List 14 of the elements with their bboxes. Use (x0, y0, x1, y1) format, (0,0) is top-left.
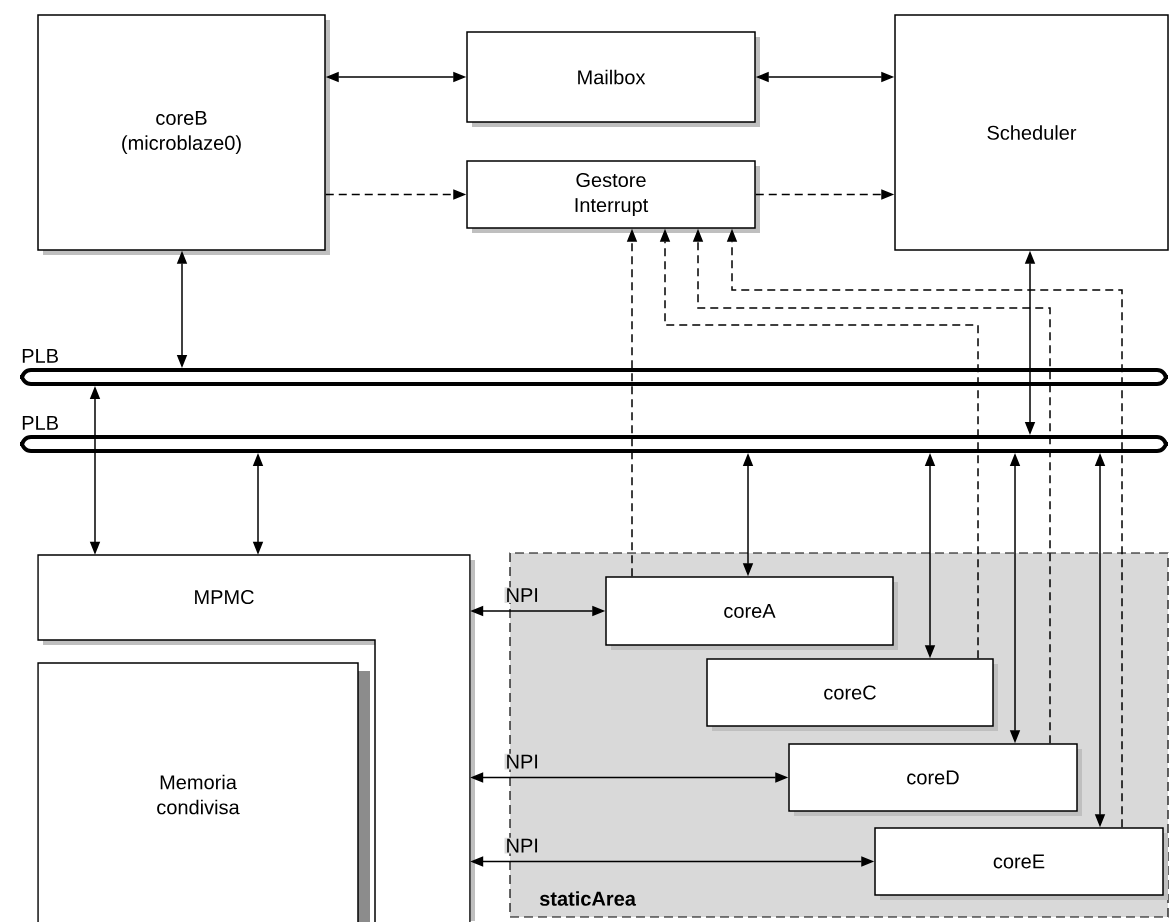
block-box: coreB (microblaze0) (37, 14, 330, 255)
memory-block: Memoria condivisa (37, 662, 370, 922)
node-label: PLB (22, 349, 58, 363)
bus-bar: PLB (20, 416, 1168, 453)
block-box: Gestore Interrupt (466, 160, 760, 233)
block-box: Scheduler (894, 14, 1169, 251)
edge-label: NPI (504, 587, 540, 603)
node-label: PLB (22, 416, 58, 430)
block-box: coreA (605, 576, 898, 650)
block-box: coreD (788, 743, 1082, 816)
block-box: coreC (706, 658, 998, 731)
bus-bar: PLB (20, 349, 1168, 386)
block-box: Mailbox (466, 31, 760, 127)
block-box: coreE (874, 827, 1168, 900)
